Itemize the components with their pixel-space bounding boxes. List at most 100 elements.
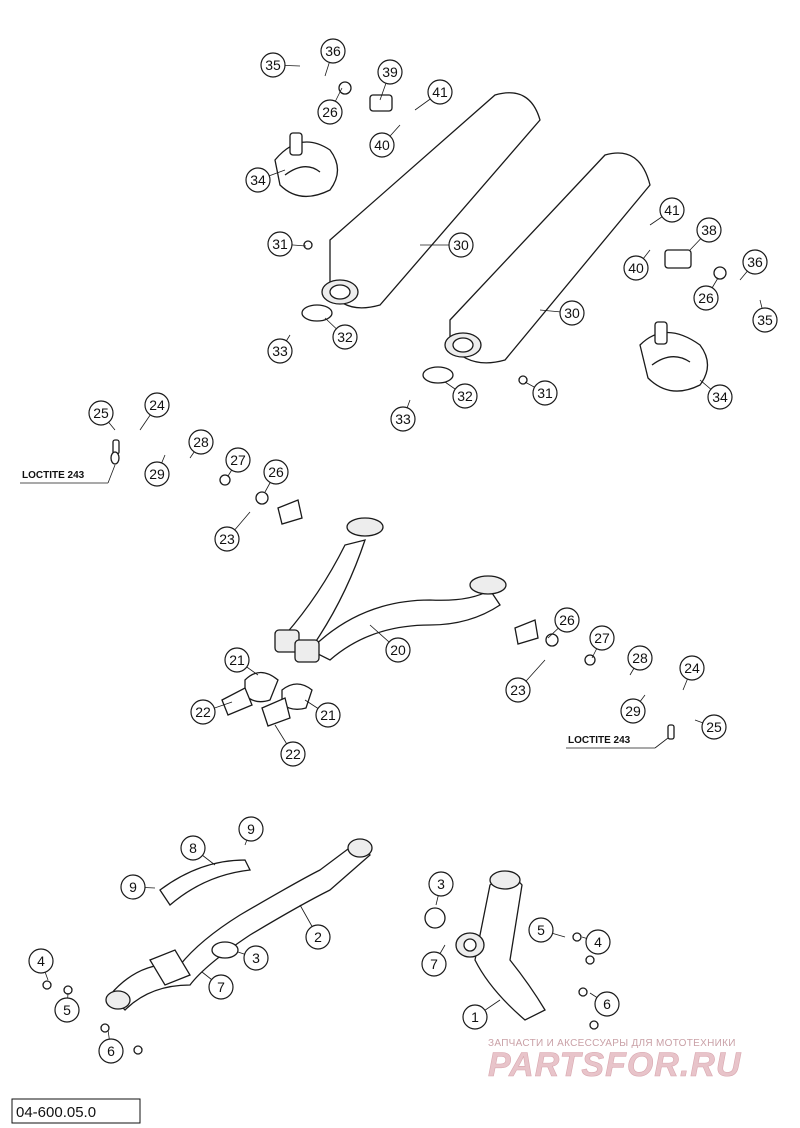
callout-number: 33 — [272, 343, 288, 359]
callout-number: 25 — [93, 405, 109, 421]
callout-c24a: 24 — [139, 392, 170, 431]
callout-number: 3 — [437, 876, 445, 892]
callout-c32b: 32 — [444, 381, 478, 409]
gaskets-and-nuts — [42, 907, 599, 1055]
callout-circle — [528, 917, 554, 943]
callout-c5b: 5 — [528, 917, 566, 943]
callout-c41b: 41 — [649, 197, 685, 226]
loctite-label-right: LOCTITE 243 — [568, 735, 631, 746]
y-pipe-assembly — [274, 517, 507, 663]
callout-circle — [696, 217, 722, 243]
callout-number: 3 — [252, 950, 260, 966]
header-pipe-2 — [105, 838, 373, 1011]
callout-c31a: 31 — [267, 231, 307, 257]
callout-circle — [589, 625, 615, 651]
callout-circle — [559, 300, 585, 326]
callout-number: 31 — [272, 236, 288, 252]
callout-circle — [390, 406, 416, 432]
muffler-bracket-left — [274, 132, 339, 197]
callout-circle — [320, 38, 346, 64]
callout-circle — [742, 249, 768, 275]
loctite-label-left: LOCTITE 243 — [22, 470, 85, 481]
callout-circle — [707, 384, 733, 410]
callout-number: 23 — [219, 531, 235, 547]
callout-number: 40 — [374, 137, 390, 153]
callout-circle — [190, 699, 216, 725]
callout-number: 6 — [603, 996, 611, 1012]
callout-circle — [659, 197, 685, 223]
callout-c30b: 30 — [539, 300, 585, 326]
loctite-note-left: LOCTITE 243 — [20, 464, 116, 484]
callout-c23b: 23 — [505, 659, 546, 703]
muffler-bracket-right — [639, 321, 709, 392]
callout-circle — [188, 429, 214, 455]
callout-c38: 38 — [689, 217, 722, 251]
callout-circle — [427, 79, 453, 105]
callout-circle — [98, 1038, 124, 1064]
callout-c35a: 35 — [260, 52, 301, 78]
callout-c34a: 34 — [245, 167, 286, 193]
callout-c36b: 36 — [739, 249, 768, 281]
callout-number: 7 — [430, 956, 438, 972]
callout-number: 36 — [325, 43, 341, 59]
callout-c25b: 25 — [694, 714, 727, 740]
callout-number: 4 — [37, 953, 45, 969]
callout-circle — [385, 637, 411, 663]
callout-circle — [315, 702, 341, 728]
callout-c31b: 31 — [524, 380, 558, 406]
callout-number: 41 — [432, 84, 448, 100]
callout-number: 26 — [322, 104, 338, 120]
callout-number: 27 — [230, 452, 246, 468]
callout-circle — [752, 307, 778, 333]
callout-circle — [267, 338, 293, 364]
callout-circle — [421, 951, 447, 977]
callout-circle — [208, 974, 234, 1000]
callout-circle — [532, 380, 558, 406]
callout-circle — [120, 874, 146, 900]
callout-number: 32 — [457, 388, 473, 404]
callout-circle — [305, 924, 331, 950]
callout-circle — [144, 392, 170, 418]
callout-c21a: 21 — [224, 647, 259, 676]
callout-number: 6 — [107, 1043, 115, 1059]
callout-circle — [238, 816, 264, 842]
callout-c1: 1 — [462, 999, 501, 1030]
callout-c7a: 7 — [201, 971, 234, 1000]
callout-circle — [280, 741, 306, 767]
callout-circle — [28, 948, 54, 974]
heat-shield-8 — [159, 859, 251, 906]
callout-circle — [180, 835, 206, 861]
callout-c22b: 22 — [274, 724, 306, 767]
callout-number: 21 — [229, 652, 245, 668]
callout-number: 22 — [195, 704, 211, 720]
callout-c29a: 29 — [144, 454, 170, 487]
callout-circle — [377, 59, 403, 85]
callout-number: 24 — [684, 660, 700, 676]
callout-number: 22 — [285, 746, 301, 762]
callout-number: 29 — [625, 703, 641, 719]
callout-circle — [679, 655, 705, 681]
callout-number: 38 — [701, 222, 717, 238]
callout-number: 20 — [390, 642, 406, 658]
callout-c7b: 7 — [421, 944, 447, 977]
callout-c6a: 6 — [98, 1029, 124, 1064]
callout-number: 26 — [698, 290, 714, 306]
callout-c26c: 26 — [263, 459, 289, 493]
watermark-brand: PARTSFOR.RU — [488, 1046, 742, 1084]
callout-circle — [144, 461, 170, 487]
watermark: ЗАПЧАСТИ И АКСЕССУАРЫ ДЛЯ МОТОТЕХНИКИ PA… — [488, 1038, 742, 1084]
callout-number: 29 — [149, 466, 165, 482]
callout-number: 30 — [453, 237, 469, 253]
callout-number: 26 — [559, 612, 575, 628]
callout-c20: 20 — [369, 624, 411, 663]
callout-circle — [623, 255, 649, 281]
callout-circle — [88, 400, 114, 426]
callout-number: 28 — [632, 650, 648, 666]
callout-number: 39 — [382, 64, 398, 80]
muffler-clamps — [301, 81, 727, 385]
callout-number: 9 — [129, 879, 137, 895]
callout-c32a: 32 — [324, 317, 358, 350]
y-pipe-small-parts — [110, 439, 675, 740]
callout-circle — [505, 677, 531, 703]
callout-number: 5 — [63, 1002, 71, 1018]
